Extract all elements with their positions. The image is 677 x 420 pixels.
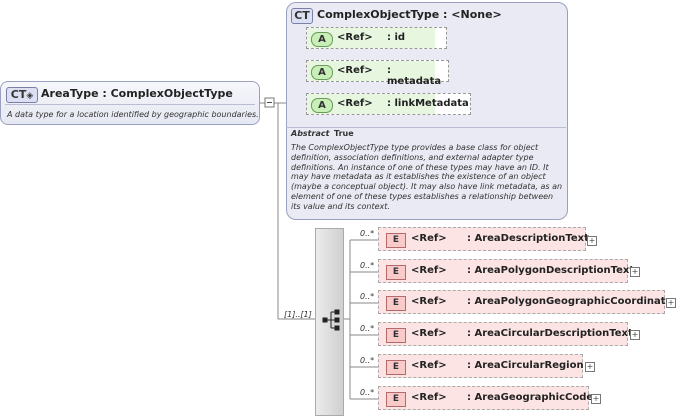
element-areadescriptiontext[interactable]: E <Ref> : AreaDescriptionText [378,227,589,251]
element-name: : AreaCircularDescriptionText [467,328,633,339]
element-name: : AreaPolygonGeographicCoordinate [467,296,673,307]
element-occurrence: 0..* [360,292,375,301]
element-name: : AreaCircularRegion [467,360,584,371]
attribute-id[interactable]: A <Ref> : id [306,27,447,49]
element-occurrence: 0..* [360,261,375,270]
element-name: : AreaGeographicCode [467,392,594,403]
complexobjecttype-title: ComplexObjectType : <None> [317,8,502,21]
sequence-compositor[interactable] [315,228,344,416]
areatype-description: A data type for a location identified by… [7,110,259,119]
element-badge: E [386,265,406,280]
element-ref: <Ref> [411,233,447,244]
areatype-title: AreaType : ComplexObjectType [41,87,233,100]
attribute-metadata[interactable]: A <Ref> : metadata [306,60,449,87]
element-occurrence: 0..* [360,229,375,238]
attribute-linkmetadata[interactable]: A <Ref> : linkMetadata [306,93,471,115]
element-areapolygondescriptiontext[interactable]: E <Ref> : AreaPolygonDescriptionText [378,259,634,283]
attribute-ref: <Ref> [337,65,373,76]
divider [286,127,566,128]
expand-button[interactable]: + [587,236,597,246]
abstract-label: Abstract [291,129,330,138]
element-occurrence: 0..* [360,324,375,333]
complexobjecttype-description: The ComplexObjectType type provides a ba… [291,143,563,211]
attribute-ref: <Ref> [337,98,373,109]
element-ref: <Ref> [411,296,447,307]
element-name: : AreaPolygonDescriptionText [467,265,635,276]
element-areapolygongeographiccoordinate[interactable]: E <Ref> : AreaPolygonGeographicCoordinat… [378,290,672,314]
element-ref: <Ref> [411,392,447,403]
attribute-name: : metadata [387,65,442,87]
element-occurrence: 0..* [360,388,375,397]
element-areacircularregion[interactable]: E <Ref> : AreaCircularRegion [378,354,584,378]
expand-button[interactable]: + [630,267,640,277]
sequence-occurrence: [1]..[1] [284,310,312,319]
attribute-name: : id [387,32,406,43]
areatype-box[interactable]: CT◈ AreaType : ComplexObjectType A data … [0,81,260,125]
element-badge: E [386,233,406,248]
abstract-value: True [334,129,354,138]
element-badge: E [386,392,406,407]
attribute-ref: <Ref> [337,32,373,43]
element-badge: E [386,360,406,375]
attribute-name: : linkMetadata [387,98,469,109]
sequence-icon [322,309,340,331]
attribute-badge: A [311,65,333,80]
element-badge: E [386,328,406,343]
expand-button[interactable]: + [630,330,640,340]
element-areacirculardescriptiontext[interactable]: E <Ref> : AreaCircularDescriptionText [378,322,633,346]
element-name: : AreaDescriptionText [467,233,589,244]
element-ref: <Ref> [411,360,447,371]
attribute-badge: A [311,32,333,47]
expand-button[interactable]: + [591,394,601,404]
divider [5,104,255,105]
complex-type-badge: CT◈ [6,87,38,103]
element-ref: <Ref> [411,265,447,276]
expand-button[interactable]: + [585,362,595,372]
expand-button[interactable]: + [666,298,676,308]
attribute-badge: A [311,98,333,113]
complex-type-badge: CT [291,8,313,24]
element-badge: E [386,296,406,311]
element-areageographiccode[interactable]: E <Ref> : AreaGeographicCode [378,386,593,410]
element-occurrence: 0..* [360,356,375,365]
element-ref: <Ref> [411,328,447,339]
